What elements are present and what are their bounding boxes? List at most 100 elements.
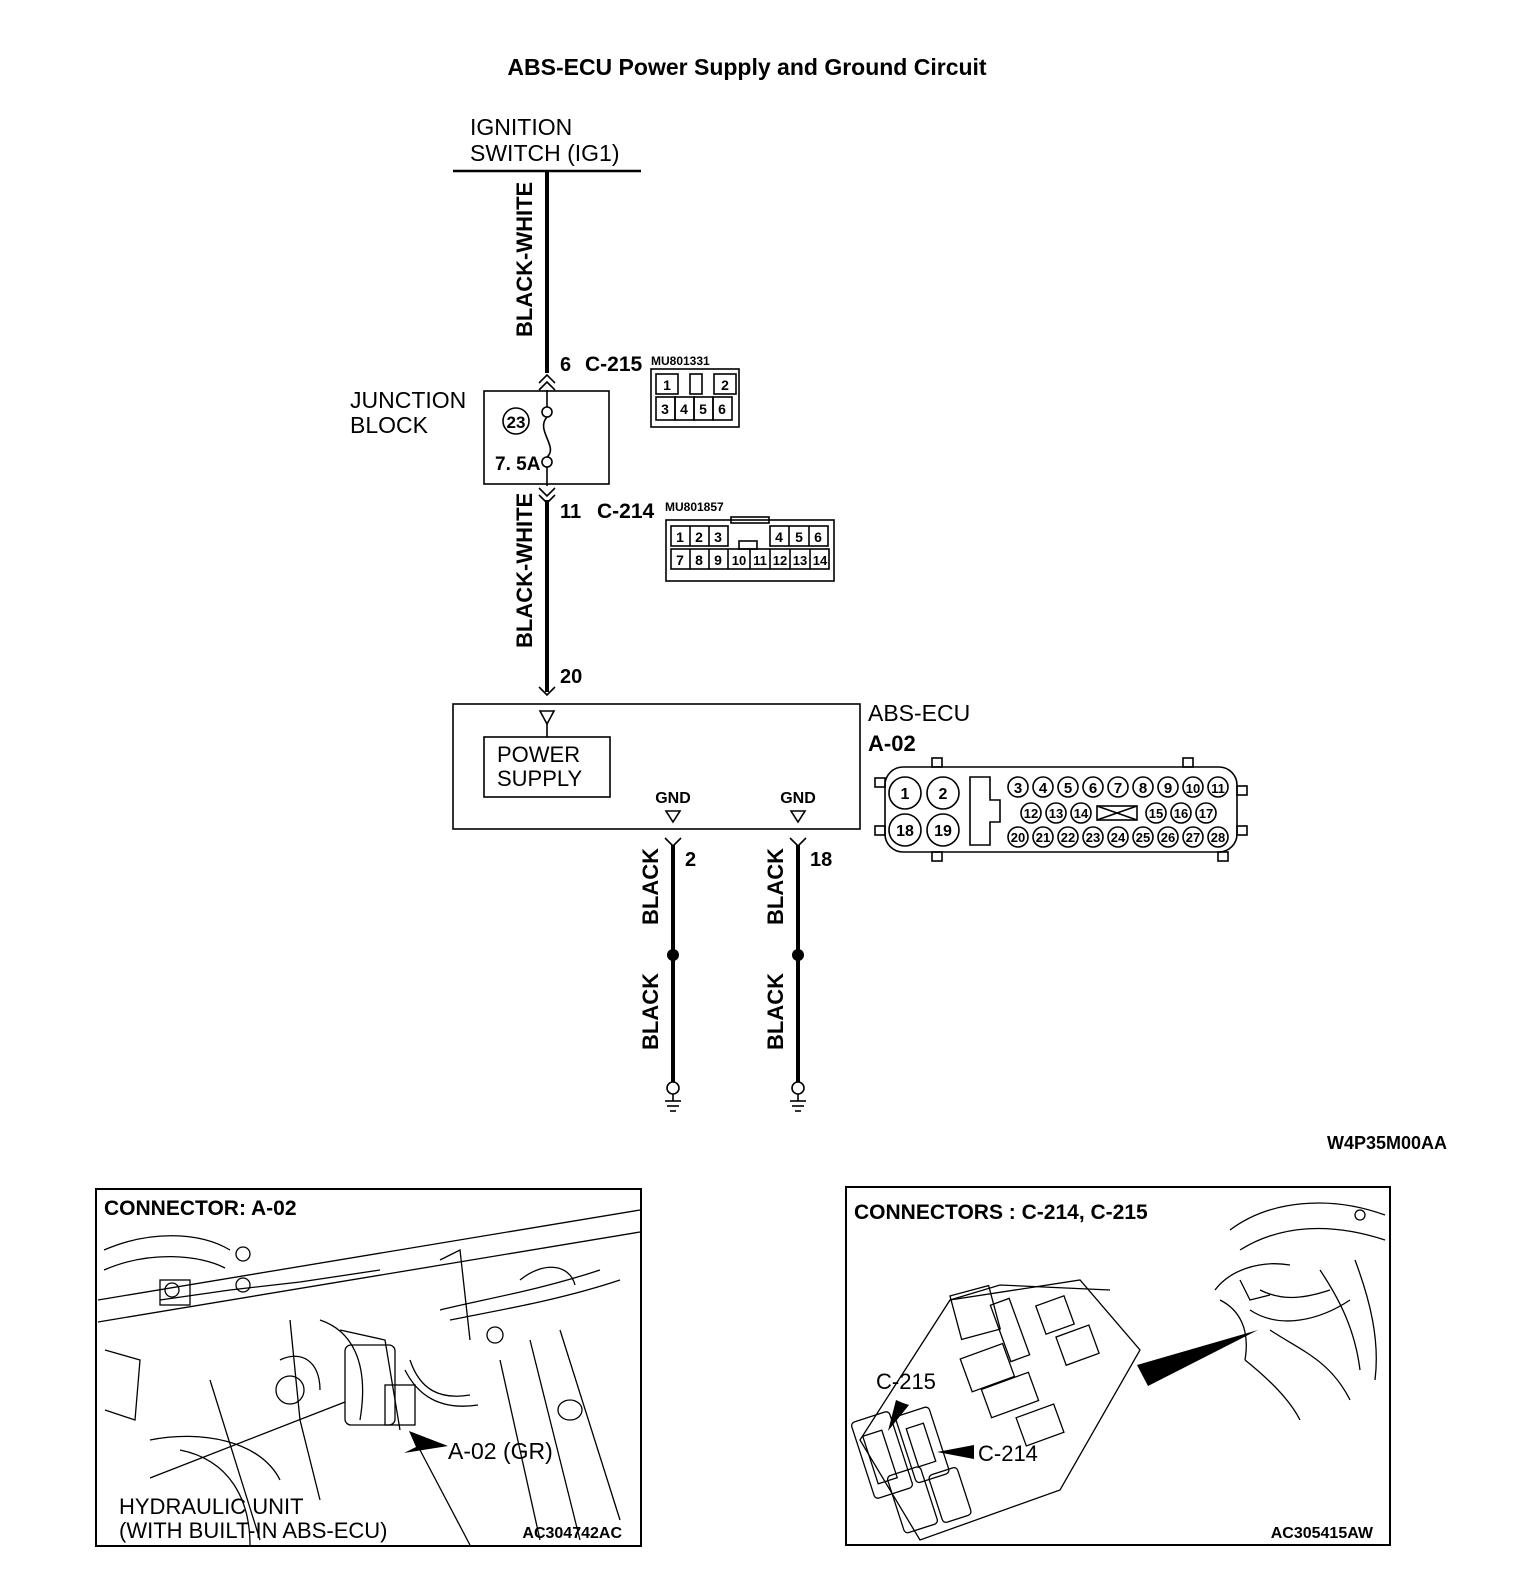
panel-right-code: AC305415AW [1271,1525,1374,1542]
fuse-rating: 7. 5A [495,454,541,475]
a02-connector-face: 1 2 18 19 3 4 5 6 7 8 9 10 11 12 13 14 1… [874,757,1248,862]
c214-part-number: MU801857 [665,500,724,514]
location-pointer-wedge [1137,1330,1258,1386]
gnd-label-2: GND [780,790,816,807]
wire-color-black-2b: BLACK [763,973,788,1050]
c215-terminal-mark [538,373,556,384]
a02-callout-label: A-02 (GR) [448,1438,553,1464]
c214-cell-1: 1 [676,529,684,545]
c214-pin-number: 11 [560,501,581,523]
c215-part-number: MU801331 [651,354,710,368]
a02-pin-9: 9 [1164,780,1172,797]
dashboard-illustration [1214,1202,1386,1421]
power-supply-label-line1: POWER [497,742,580,767]
c214-cell-14: 14 [813,553,828,568]
splice-point-1 [667,949,679,961]
a02-pin-17: 17 [1199,806,1213,821]
c214-cell-2: 2 [695,529,703,545]
power-supply-label-line2: SUPPLY [497,766,583,791]
ecu-pin20-arrow [538,710,556,726]
a02-pin-8: 8 [1139,780,1147,797]
c215-connector-face: 1 2 3 4 5 6 [650,368,740,428]
c214-cell-12: 12 [773,553,787,568]
a02-pin-13: 13 [1049,806,1063,821]
c214-connector-name: C-214 [597,500,655,523]
c215-cell-2: 2 [721,377,729,393]
ecu-input-terminal-mark [538,686,556,697]
a02-pin-24: 24 [1111,830,1126,845]
a02-pin-11: 11 [1211,781,1225,796]
a02-pin-23: 23 [1086,830,1100,845]
c215-cell-4: 4 [680,401,688,417]
gnd-pin-number-1: 2 [685,849,696,871]
c214-cell-7: 7 [676,552,684,568]
c214-cell-3: 3 [714,529,722,545]
panel-right-title: CONNECTORS : C-214, C-215 [854,1201,1148,1224]
a02-pin-22: 22 [1061,830,1075,845]
c214-cell-10: 10 [732,553,746,568]
a02-pin-20: 20 [1011,830,1025,845]
abs-ecu-connector-name: A-02 [868,731,916,756]
c214-cell-5: 5 [795,529,803,545]
fuse-number-circle [502,407,530,435]
c215-callout-arrow [888,1400,909,1431]
gnd-label-1: GND [655,790,691,807]
ground-symbol-1 [665,1081,681,1112]
c214-callout-label: C-214 [978,1441,1038,1466]
a02-pin-7: 7 [1114,780,1122,797]
c214-terminal-mark [538,487,556,498]
c214-callout-arrow [937,1445,974,1459]
c214-cell-9: 9 [714,552,722,568]
a02-pin-12: 12 [1024,806,1038,821]
c215-terminal-mark-2 [538,380,556,391]
gnd-arrow-2 [789,810,807,824]
junction-block-label-line1: JUNCTION [350,387,466,413]
a02-pin-19: 19 [934,823,952,840]
gnd-terminal-mark-2 [789,837,807,848]
abs-ecu-label: ABS-ECU [868,700,970,726]
panel-left-title: CONNECTOR: A-02 [104,1197,297,1220]
page-title: ABS-ECU Power Supply and Ground Circuit [507,54,987,80]
fuse-number: 23 [507,413,526,432]
hydraulic-unit-label-line1: HYDRAULIC UNIT [119,1494,304,1519]
c215-connector-name: C-215 [585,353,643,376]
a02-pin-1: 1 [901,786,910,803]
gnd-pin-number-2: 18 [810,849,832,871]
ground-symbol-2 [790,1081,806,1112]
c214-cell-4: 4 [775,529,783,545]
a02-pin-28: 28 [1211,830,1225,845]
c214-cell-6: 6 [814,529,822,545]
panel-left-code: AC304742AC [522,1525,622,1542]
wire-color-black-2a: BLACK [763,848,788,925]
c215-cell-6: 6 [718,401,726,417]
gnd-arrow-1 [664,810,682,824]
a02-callout-arrow [404,1431,448,1453]
a02-pin-15: 15 [1149,806,1163,821]
c214-cell-11: 11 [753,553,767,568]
a02-pin-6: 6 [1089,780,1097,797]
junction-block-label-line2: BLOCK [350,412,429,438]
a02-pin-2: 2 [939,786,948,803]
power-supply-box [483,736,611,798]
ignition-label-line2: SWITCH (IG1) [470,140,620,166]
a02-pin-3: 3 [1014,780,1022,797]
junction-block-illustration [851,1279,1141,1541]
a02-pin-18: 18 [896,823,914,840]
wire-color-black-1b: BLACK [638,973,663,1050]
a02-pin-4: 4 [1039,780,1048,797]
ecu-input-pin-number: 20 [560,666,582,688]
splice-point-2 [792,949,804,961]
wire-color-black-1a: BLACK [638,848,663,925]
c214-cell-13: 13 [793,553,807,568]
c214-connector-face: 1 2 3 4 5 6 7 8 9 10 11 12 13 14 [665,516,835,582]
connectors-c214-c215-location-panel: CONNECTORS : C-214, C-215 [845,1186,1391,1546]
a02-pin-10: 10 [1186,781,1200,796]
a02-pin-27: 27 [1186,830,1200,845]
c215-cell-1: 1 [663,377,671,393]
diagram-code: W4P35M00AA [1327,1133,1447,1153]
fuse-symbol [541,390,553,486]
wire-color-bw-upper: BLACK-WHITE [512,182,537,337]
a02-pin-5: 5 [1064,780,1072,797]
a02-pin-25: 25 [1136,830,1150,845]
